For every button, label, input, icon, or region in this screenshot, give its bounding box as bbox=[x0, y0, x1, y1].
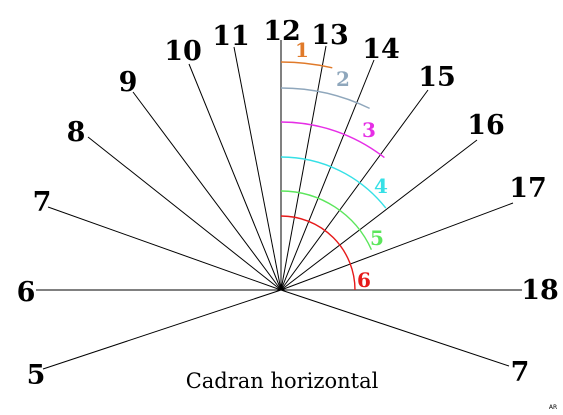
hour-line-16 bbox=[280, 139, 478, 291]
hour-line-14 bbox=[280, 59, 375, 291]
hour-line-11 bbox=[233, 46, 282, 291]
hour-line-19 bbox=[280, 289, 510, 367]
hour-label-13: 13 bbox=[311, 20, 349, 51]
hour-line-7 bbox=[47, 206, 282, 291]
arc-label-6: 6 bbox=[357, 268, 371, 292]
hour-label-12: 12 bbox=[263, 16, 301, 47]
author-initials: AR bbox=[549, 404, 557, 411]
arc-4 bbox=[280, 156, 387, 209]
hour-line-17 bbox=[280, 202, 514, 291]
hour-label-17: 17 bbox=[509, 173, 547, 204]
hour-label-19: 7 bbox=[511, 357, 530, 388]
hour-label-9: 9 bbox=[119, 67, 138, 98]
hour-label-10: 10 bbox=[164, 36, 202, 67]
arc-3 bbox=[280, 121, 385, 159]
arc-label-3: 3 bbox=[362, 118, 376, 142]
arc-2 bbox=[280, 87, 370, 110]
hour-label-8: 8 bbox=[67, 117, 86, 148]
arc-label-2: 2 bbox=[336, 67, 350, 91]
hour-line-15 bbox=[280, 89, 429, 291]
diagram-caption: Cadran horizontal bbox=[186, 369, 379, 393]
arc-label-4: 4 bbox=[374, 174, 388, 198]
hour-label-5: 5 bbox=[27, 360, 46, 391]
hour-label-14: 14 bbox=[362, 34, 400, 65]
hour-label-7: 7 bbox=[33, 187, 52, 218]
arc-5 bbox=[280, 190, 373, 250]
arc-1 bbox=[280, 61, 333, 69]
hour-lines bbox=[36, 40, 522, 370]
hour-label-6: 6 bbox=[17, 277, 36, 308]
hour-line-10 bbox=[188, 63, 282, 291]
hour-label-11: 11 bbox=[212, 21, 250, 52]
hour-label-18: 18 bbox=[521, 275, 559, 306]
arc-markers: 1 2 3 4 5 6 bbox=[280, 38, 388, 292]
hour-line-8 bbox=[87, 136, 282, 291]
hour-line-9 bbox=[132, 91, 282, 291]
hour-line-13 bbox=[280, 45, 327, 291]
arc-label-1: 1 bbox=[295, 38, 309, 62]
hour-line-5 bbox=[42, 289, 282, 370]
hour-label-16: 16 bbox=[467, 110, 505, 141]
hour-label-15: 15 bbox=[418, 62, 456, 93]
arc-6 bbox=[280, 215, 356, 291]
arc-label-5: 5 bbox=[370, 226, 384, 250]
